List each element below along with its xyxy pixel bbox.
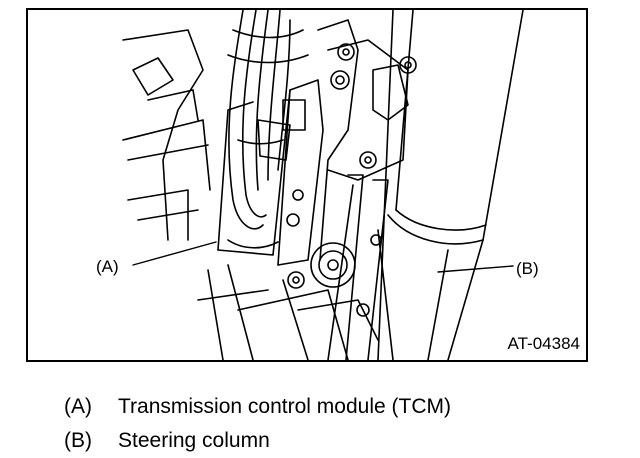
callout-b-label: (B)	[516, 259, 539, 278]
figure-id-label: AT-04384	[507, 334, 580, 353]
wiring-harness	[227, 10, 309, 230]
callout-b-leader	[437, 265, 514, 273]
illustration-frame: (A) (B) AT-04384	[26, 8, 588, 362]
dashboard-panel	[122, 29, 349, 360]
tcm-steering-column-drawing-icon	[122, 10, 524, 360]
callout-a-leader	[132, 241, 217, 266]
callout-a-label: (A)	[96, 257, 119, 276]
steering-column	[377, 10, 524, 360]
tcm-module	[217, 79, 324, 266]
bracket-and-bolts	[286, 19, 417, 289]
legend-item-a: (A) Transmission control module (TCM)	[64, 396, 451, 417]
legend-text-a: Transmission control module (TCM)	[118, 395, 451, 418]
legend-key-a: (A)	[64, 395, 92, 418]
legend-text-b: Steering column	[118, 429, 270, 452]
legend-item-b: (B) Steering column	[64, 430, 270, 451]
legend-key-b: (B)	[64, 429, 92, 452]
shift-linkage	[282, 174, 394, 360]
